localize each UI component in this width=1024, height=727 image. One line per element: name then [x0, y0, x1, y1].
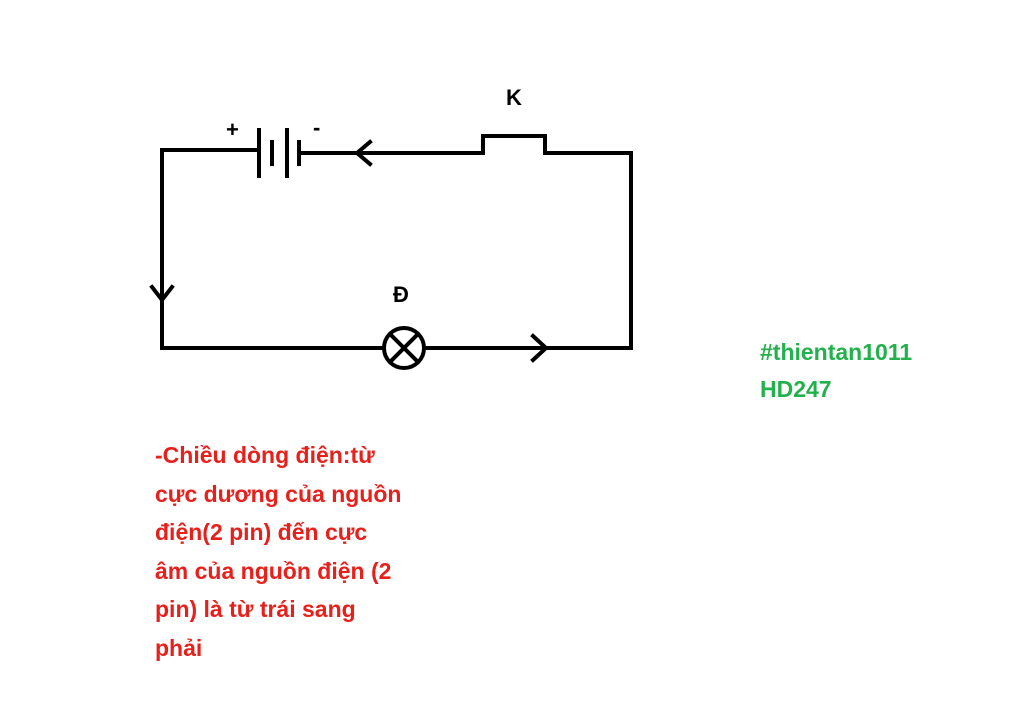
explanation-line: pin) là từ trái sang [155, 596, 356, 622]
switch-label: K [506, 85, 522, 110]
signature-handle: #thientan1011 [760, 339, 913, 365]
signature: #thientan1011 HD247 [760, 334, 912, 408]
switch-k [481, 134, 547, 155]
explanation-text: -Chiều dòng điện:từ cực dương của nguồn … [155, 436, 455, 667]
signature-site: HD247 [760, 376, 832, 402]
explanation-line: phải [155, 634, 203, 661]
battery-plus-label: + [226, 117, 239, 142]
arrow-right-icon [530, 333, 549, 363]
lamp [382, 326, 426, 370]
explanation-line: -Chiều dòng điện:từ [155, 442, 375, 468]
explanation-line: điện(2 pin) đến cực [155, 519, 368, 545]
arrow-top-left-icon [353, 139, 373, 167]
arrow-down-icon [149, 284, 175, 304]
lamp-cross-2 [387, 331, 421, 365]
lamp-label: Đ [393, 282, 409, 307]
battery-minus-label: - [313, 115, 321, 140]
explanation-line: cực dương của nguồn [155, 480, 402, 507]
explanation-line: âm của nguồn điện (2 [155, 557, 392, 584]
